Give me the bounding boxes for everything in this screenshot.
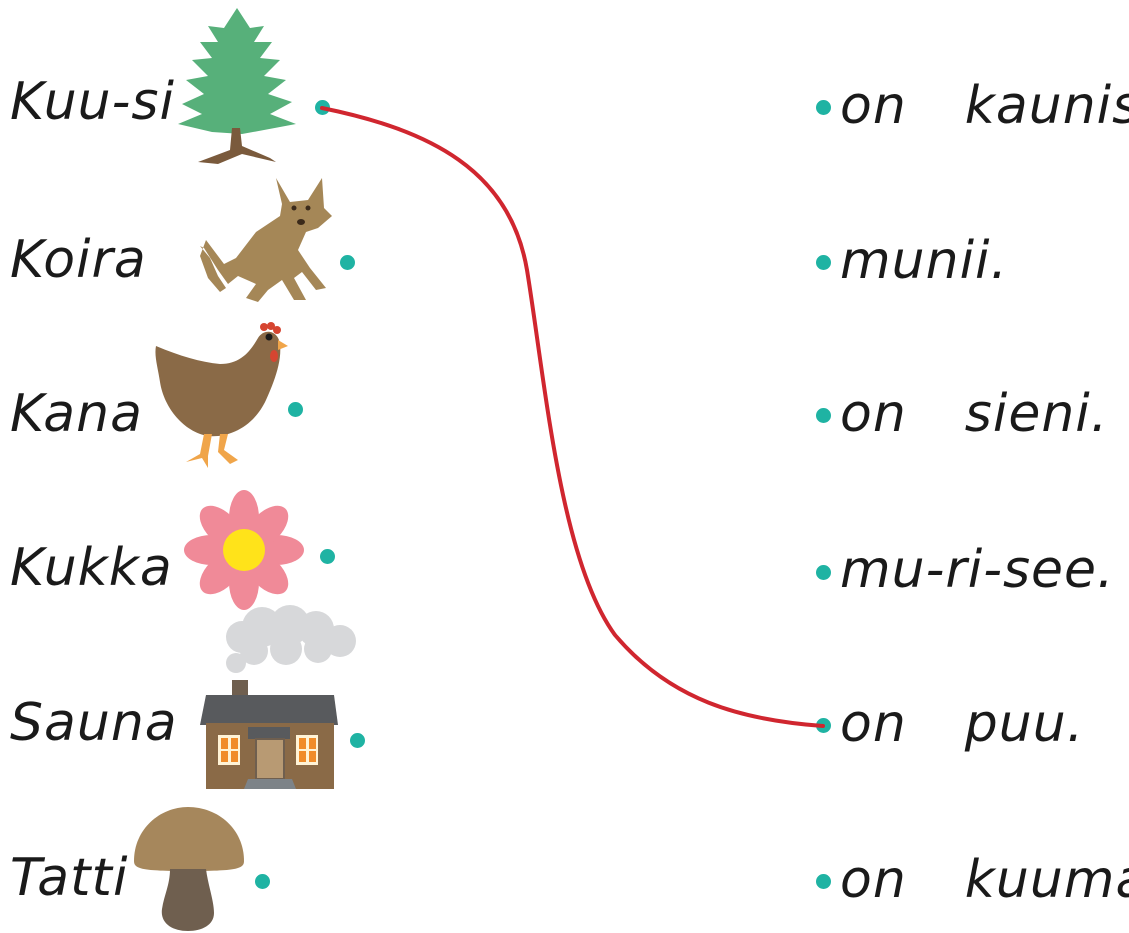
right-phrase-rest: kuuma. <box>964 850 1129 910</box>
right-phrase-6: onkuuma. <box>840 854 1129 906</box>
right-phrase-rest: puu. <box>964 694 1085 754</box>
right-phrase-2: munii. <box>840 235 1008 287</box>
right-phrase-verb: on <box>840 76 907 136</box>
dog-icon <box>200 178 332 302</box>
right-phrase-verb: on <box>840 850 907 910</box>
left-dot-koira[interactable] <box>340 255 355 270</box>
right-dot-1[interactable] <box>816 100 831 115</box>
right-phrase-rest: sieni. <box>964 384 1109 444</box>
left-dot-kukka[interactable] <box>320 549 335 564</box>
left-word-kana: Kana <box>10 384 143 444</box>
left-dot-tatti[interactable] <box>255 874 270 889</box>
left-dot-kuusi[interactable] <box>315 100 330 115</box>
right-dot-3[interactable] <box>816 408 831 423</box>
left-word-kuusi: Kuu-si <box>10 72 175 132</box>
sauna-icon <box>200 605 356 789</box>
left-word-tatti: Tatti <box>10 848 129 908</box>
right-phrase-rest: kaunis. <box>964 76 1129 136</box>
mushroom-icon <box>134 807 244 931</box>
right-phrase-verb: munii. <box>840 231 1008 291</box>
right-dot-4[interactable] <box>816 565 831 580</box>
flower-icon <box>184 490 304 610</box>
right-dot-2[interactable] <box>816 255 831 270</box>
left-dot-sauna[interactable] <box>350 733 365 748</box>
left-word-koira: Koira <box>10 230 147 290</box>
right-phrase-1: onkaunis. <box>840 80 1129 132</box>
right-phrase-verb: on <box>840 384 907 444</box>
right-dot-5[interactable] <box>816 718 831 733</box>
left-dot-kana[interactable] <box>288 402 303 417</box>
right-phrase-4: mu-ri-see. <box>840 544 1115 596</box>
spruce-tree-icon <box>178 8 296 164</box>
hen-icon <box>155 322 288 468</box>
right-phrase-verb: mu-ri-see. <box>840 540 1115 600</box>
right-phrase-verb: on <box>840 694 907 754</box>
left-word-sauna: Sauna <box>10 693 178 753</box>
right-dot-6[interactable] <box>816 874 831 889</box>
left-word-kukka: Kukka <box>10 538 173 598</box>
